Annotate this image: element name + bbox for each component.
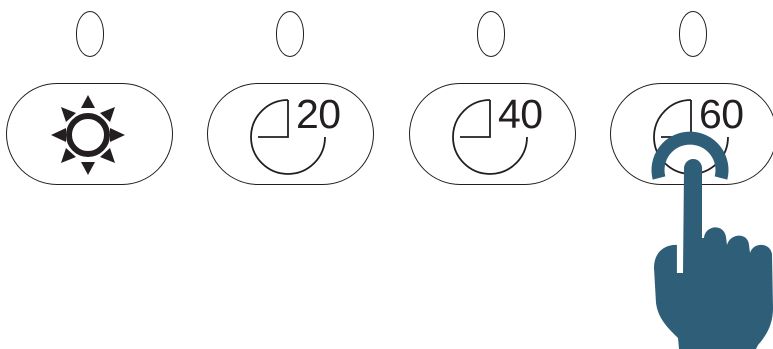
- timer-60-label: 60: [699, 90, 744, 138]
- timer-20-label: 20: [296, 90, 341, 138]
- sun-icon: [48, 91, 128, 179]
- indicator-timer-60-led: [679, 11, 707, 57]
- timer-40-button[interactable]: 40: [409, 83, 576, 185]
- timer-40-label: 40: [498, 90, 543, 138]
- indicator-timer-20-led: [276, 11, 304, 57]
- timer-20-button[interactable]: 20: [207, 83, 374, 185]
- indicator-timer-40-led: [477, 11, 505, 57]
- indicator-light-led: [76, 11, 104, 57]
- pointing-hand-icon: [652, 133, 773, 349]
- light-button[interactable]: [6, 83, 173, 185]
